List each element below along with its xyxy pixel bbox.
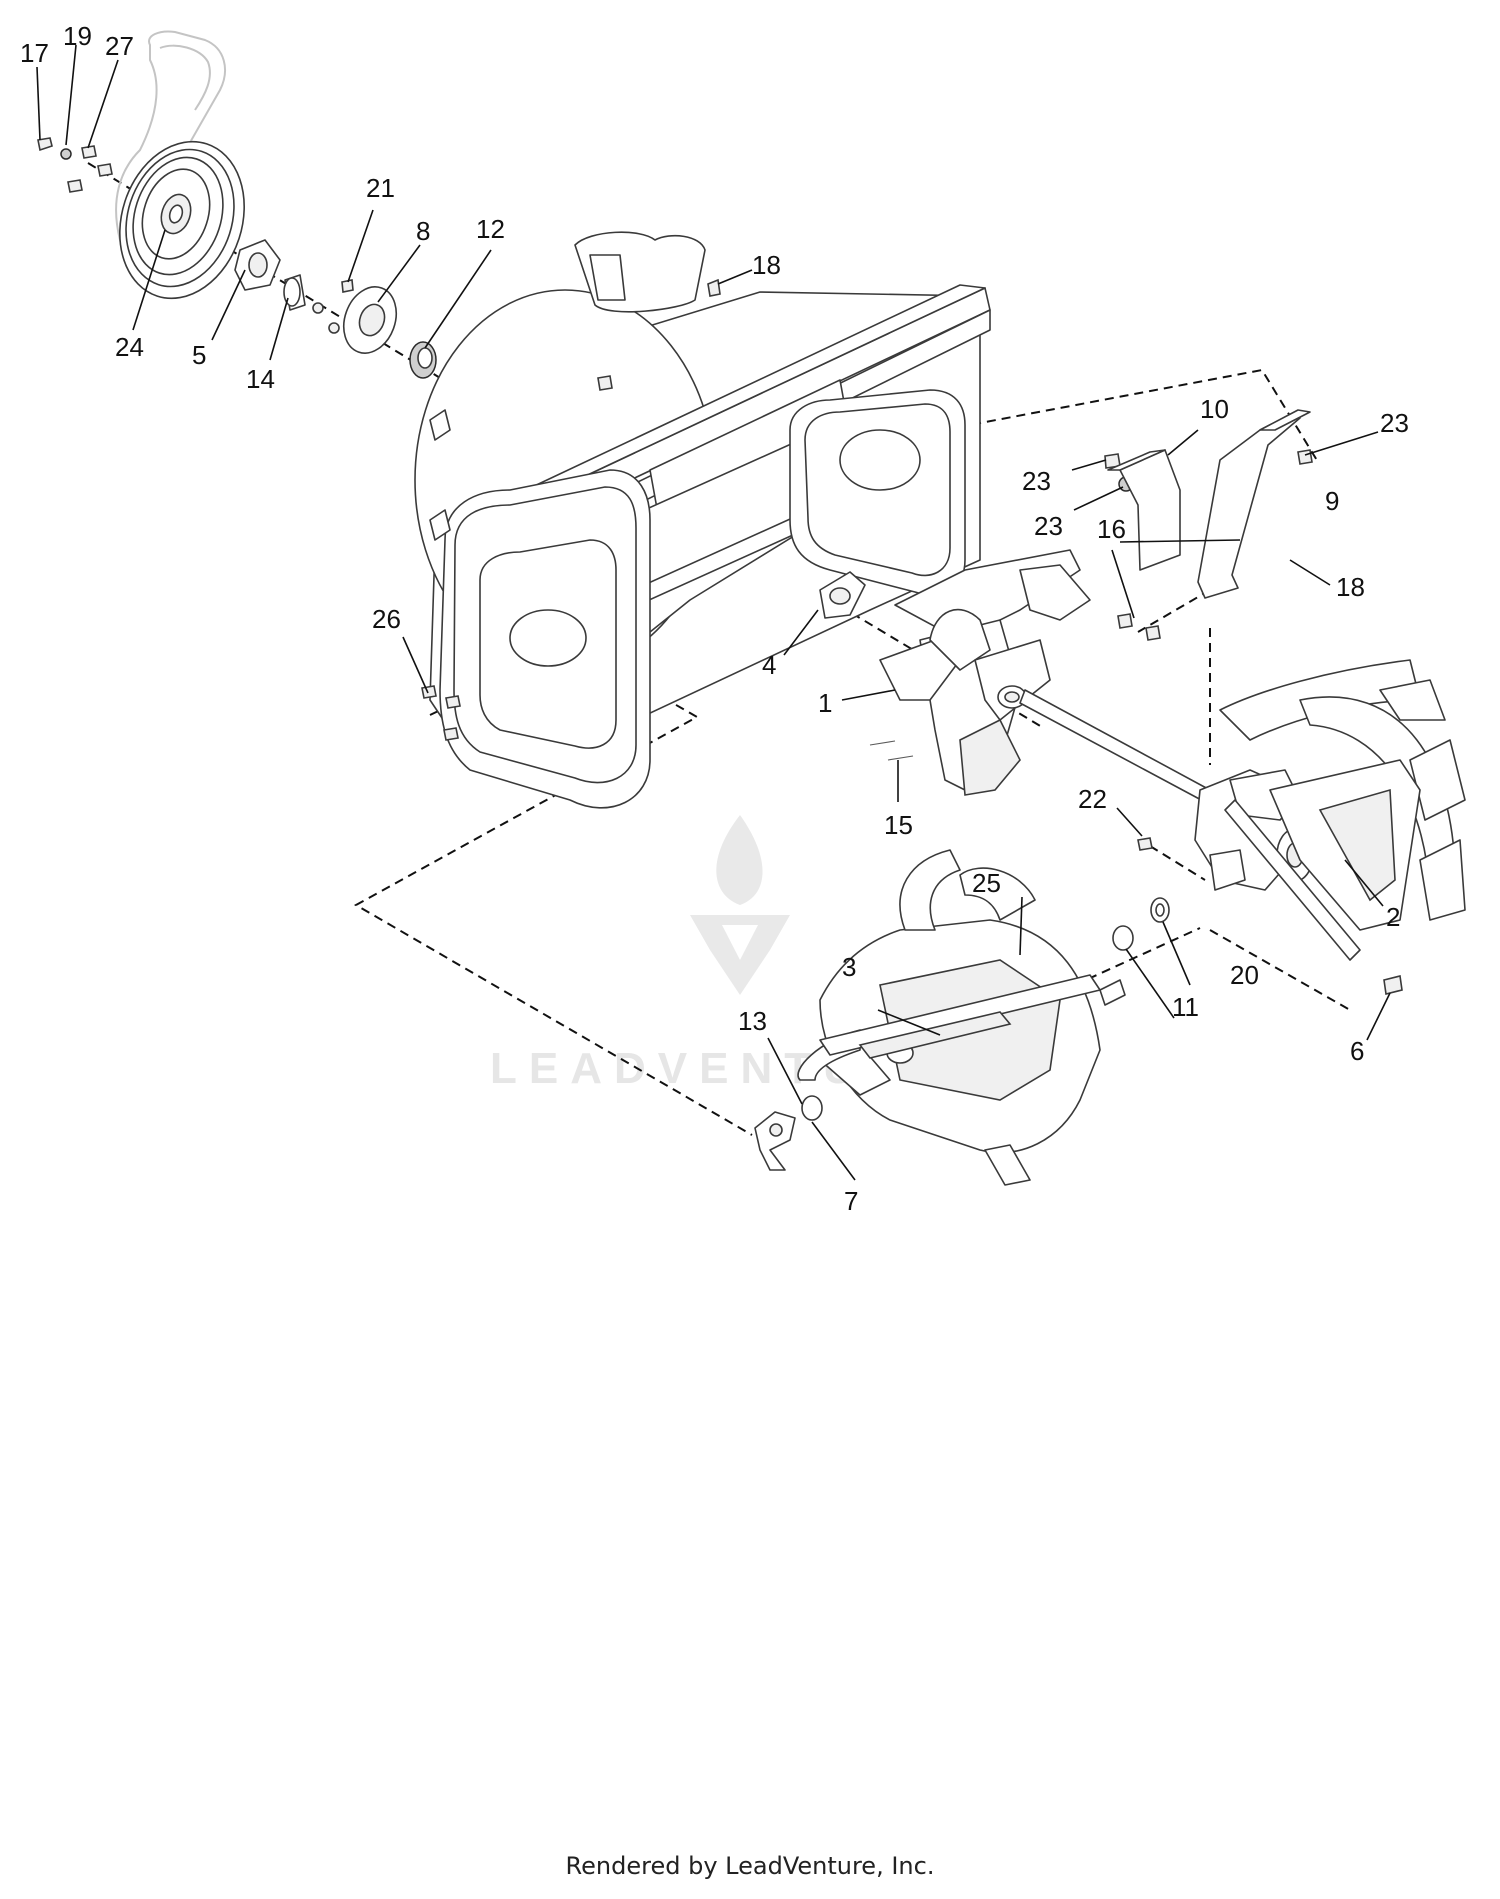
callout-20: 20	[1230, 960, 1259, 990]
callout-25: 25	[972, 868, 1001, 898]
callout-17: 17	[20, 38, 49, 68]
callout-10: 10	[1200, 394, 1229, 424]
callout-22: 22	[1078, 784, 1107, 814]
callout-23-left: 23	[1022, 466, 1051, 496]
callout-23-right: 23	[1380, 408, 1409, 438]
callout-5: 5	[192, 340, 206, 370]
callout-13: 13	[738, 1006, 767, 1036]
bolt	[1383, 975, 1403, 995]
callout-6: 6	[1350, 1036, 1364, 1066]
impeller	[879, 549, 1211, 803]
callout-19: 19	[63, 21, 92, 51]
support-bracket	[1197, 409, 1311, 599]
bearing-flange-lower	[754, 1111, 796, 1171]
callout-4: 4	[762, 650, 776, 680]
washer	[1150, 897, 1170, 923]
spacer	[283, 274, 306, 311]
callout-18-lower: 18	[1336, 572, 1365, 602]
callout-12: 12	[476, 214, 505, 244]
auger-left	[797, 849, 1126, 1186]
callout-15: 15	[884, 810, 913, 840]
flange-plate	[342, 286, 398, 354]
bearing	[409, 341, 437, 379]
callout-21: 21	[366, 173, 395, 203]
callout-16: 16	[1097, 514, 1126, 544]
rendered-by-footer: Rendered by LeadVenture, Inc.	[565, 1852, 935, 1880]
callout-2: 2	[1386, 902, 1400, 932]
callout-11: 11	[1172, 992, 1199, 1022]
callout-18-upper: 18	[752, 250, 781, 280]
callout-9: 9	[1325, 486, 1339, 516]
callout-24: 24	[115, 332, 144, 362]
bearing-plate	[819, 571, 866, 619]
auger-housing	[414, 231, 991, 809]
bushing	[801, 925, 1134, 1121]
pulley	[119, 140, 245, 300]
callout-23-mid: 23	[1034, 511, 1063, 541]
callout-1: 1	[818, 688, 832, 718]
callout-14: 14	[246, 364, 275, 394]
callout-7: 7	[844, 1186, 858, 1216]
callout-labels: 17 19 27 24 5 14 21 8 12 18 10 23 23 23 …	[20, 21, 1409, 1216]
shear-pins	[869, 740, 914, 761]
callout-26: 26	[372, 604, 401, 634]
callout-8: 8	[416, 216, 430, 246]
bearing-flange	[234, 239, 281, 291]
mount-bracket	[1107, 449, 1181, 571]
callout-27: 27	[105, 31, 134, 61]
leadventure-watermark-logo	[690, 815, 790, 995]
leader-lines	[36, 44, 1391, 1181]
callout-3: 3	[842, 952, 856, 982]
